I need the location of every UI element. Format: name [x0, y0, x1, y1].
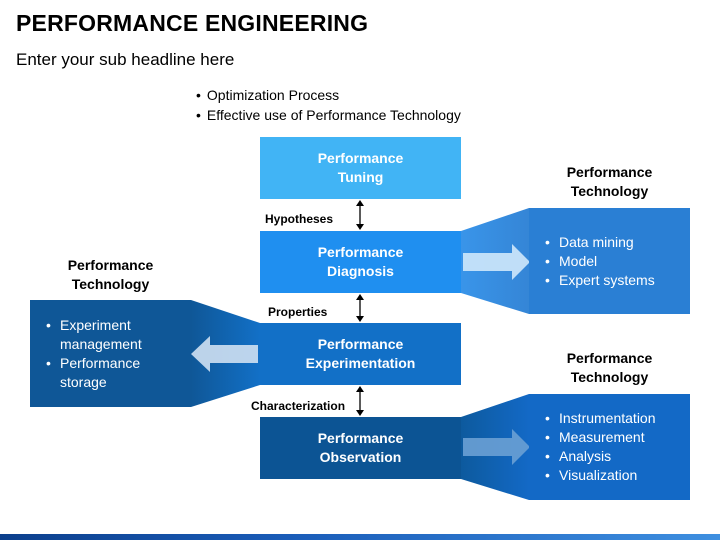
page-subtitle: Enter your sub headline here	[16, 50, 235, 69]
top-bullet-item: Effective use of Performance Technology	[196, 105, 461, 125]
top-bullet-item: Optimization Process	[196, 85, 461, 105]
list-item: Instrumentation	[545, 409, 690, 428]
list-item: Visualization	[545, 466, 690, 485]
list-item: Measurement	[545, 428, 690, 447]
panel-right-bottom: Instrumentation Measurement Analysis Vis…	[529, 394, 690, 500]
list-item: Analysis	[545, 447, 690, 466]
stage-label: Performance	[317, 244, 404, 260]
panel-heading-line: Performance	[566, 350, 653, 366]
footer-bar	[0, 534, 720, 540]
arrow-left	[191, 336, 258, 372]
list-item: Experiment management	[46, 316, 166, 354]
panel-heading-line: Technology	[570, 183, 649, 199]
arrow-right-top	[463, 244, 530, 280]
panel-heading-line: Performance	[67, 257, 154, 273]
top-bullet-list: Optimization Process Effective use of Pe…	[196, 85, 461, 125]
stage-label: Performance	[317, 336, 404, 352]
stage-label: Tuning	[337, 169, 384, 185]
list-item: Model	[545, 252, 690, 271]
stage-label: Performance	[317, 430, 404, 446]
page-title: PERFORMANCE ENGINEERING	[16, 10, 369, 36]
arrow-right-bottom	[463, 429, 530, 465]
list-item: Expert systems	[545, 271, 690, 290]
panel-heading-line: Technology	[71, 276, 150, 292]
list-item: Data mining	[545, 233, 690, 252]
panel-right-top: Data mining Model Expert systems	[529, 208, 690, 314]
connector-label-characterization: Characterization	[251, 399, 346, 413]
panel-heading-line: Performance	[566, 164, 653, 180]
list-item: Performance storage	[46, 354, 166, 392]
panel-heading-line: Technology	[570, 369, 649, 385]
connector-label-hypotheses: Hypotheses	[265, 212, 334, 226]
stage-label: Observation	[319, 449, 402, 465]
panel-heading-right-top: Performance Technology	[529, 163, 690, 201]
connector-label-properties: Properties	[268, 305, 328, 319]
panel-heading-left: Performance Technology	[30, 256, 191, 294]
stage-label: Experimentation	[305, 355, 416, 371]
stage-label: Performance	[317, 150, 404, 166]
stage-label: Diagnosis	[327, 263, 394, 279]
panel-left: Experiment management Performance storag…	[30, 300, 191, 407]
panel-heading-right-bottom: Performance Technology	[529, 349, 690, 387]
